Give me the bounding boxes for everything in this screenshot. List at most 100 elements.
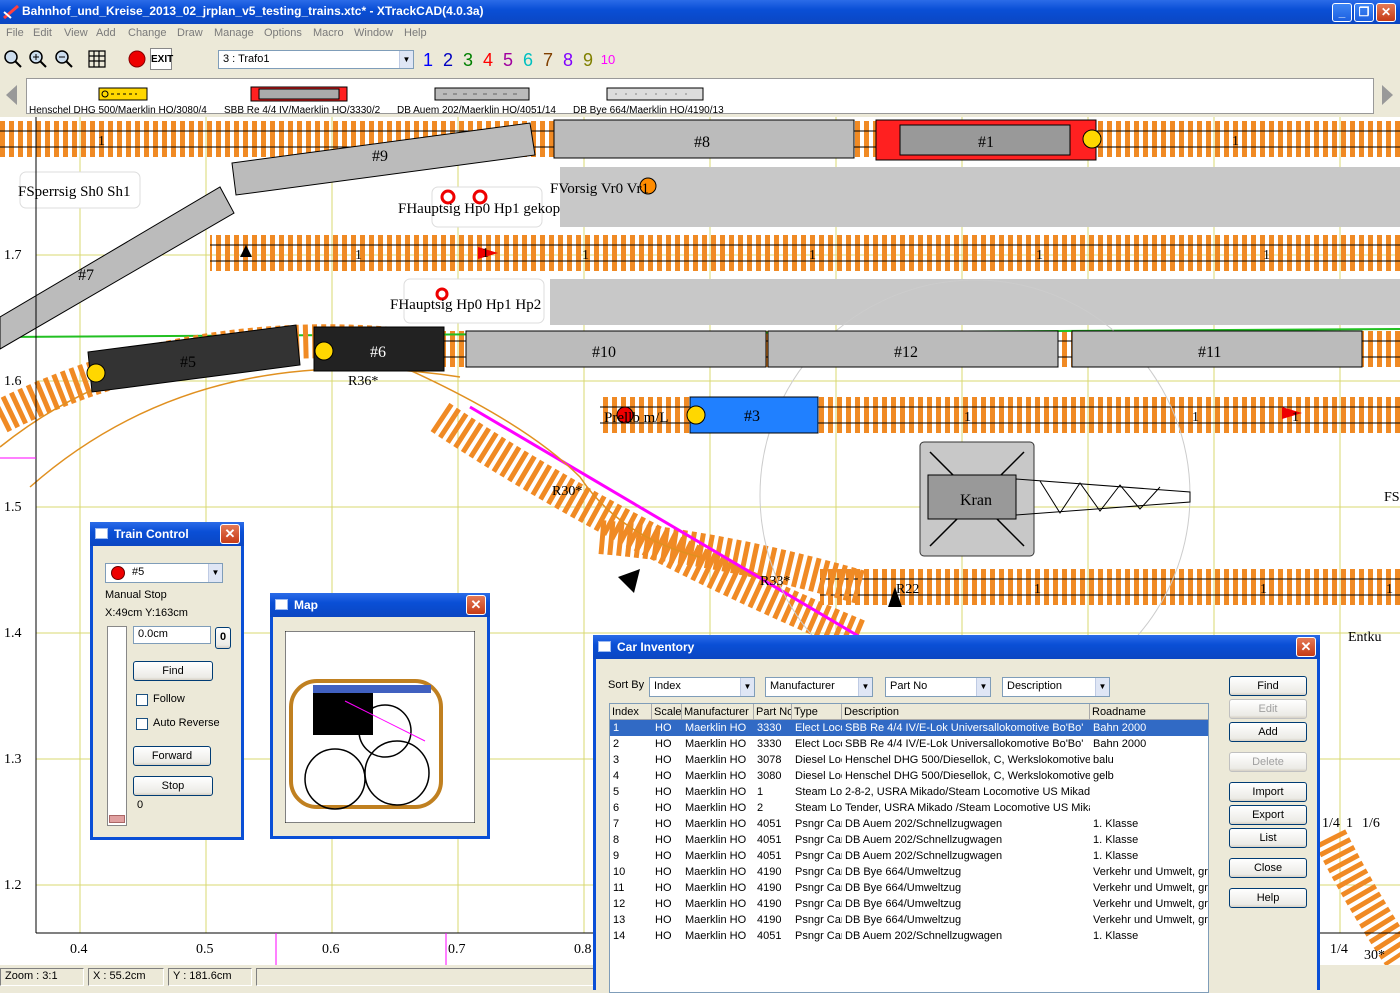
- hotbar-left-arrow-icon[interactable]: [3, 82, 21, 108]
- menu-file[interactable]: File: [6, 27, 24, 39]
- column-header-type[interactable]: Type: [792, 704, 842, 720]
- close-dialog-button[interactable]: Close: [1229, 858, 1307, 878]
- edit-button[interactable]: Edit: [1229, 699, 1307, 719]
- map-overview[interactable]: [285, 631, 475, 823]
- stop-trains-icon[interactable]: [126, 48, 148, 70]
- menu-edit[interactable]: Edit: [33, 27, 52, 39]
- sort-key-2-select[interactable]: Manufacturer ▼: [765, 677, 873, 697]
- column-header-description[interactable]: Description: [842, 704, 1090, 720]
- train-control-dialog[interactable]: Train Control ✕ #5 ▼ Manual Stop X:49cm …: [90, 522, 244, 840]
- layer-button-3[interactable]: 3: [462, 50, 473, 70]
- car-shapes[interactable]: [0, 119, 1363, 434]
- sort-key-1-select[interactable]: Index ▼: [649, 677, 755, 697]
- zoom-in-icon[interactable]: [27, 48, 49, 70]
- car-inventory-title-bar[interactable]: Car Inventory ✕: [593, 635, 1320, 659]
- layer-button-6[interactable]: 6: [522, 50, 533, 70]
- hotbar-henschel-car[interactable]: [97, 85, 149, 103]
- zoom-out-icon[interactable]: [53, 48, 75, 70]
- close-icon[interactable]: ✕: [466, 595, 486, 615]
- menu-help[interactable]: Help: [404, 27, 427, 39]
- exit-trains-button[interactable]: EXIT: [150, 48, 173, 70]
- table-cell-type: Psngr Car: [795, 866, 842, 878]
- layer-button-9[interactable]: 9: [582, 50, 593, 70]
- delete-button[interactable]: Delete: [1229, 752, 1307, 772]
- column-header-index[interactable]: Index: [610, 704, 652, 720]
- hotbar-auem-car[interactable]: [433, 85, 531, 103]
- layer-button-4[interactable]: 4: [482, 50, 493, 70]
- help-button[interactable]: Help: [1229, 888, 1307, 908]
- car-inventory-dialog[interactable]: Car Inventory ✕ Sort By Index ▼ Manufact…: [593, 635, 1320, 993]
- stop-button[interactable]: Stop: [133, 776, 213, 796]
- signal-shapes[interactable]: [19, 171, 1302, 607]
- menu-draw[interactable]: Draw: [177, 27, 203, 39]
- column-header-manufacturer[interactable]: Manufacturer: [682, 704, 754, 720]
- x-tick: 0.4: [70, 942, 88, 957]
- speed-zero-button[interactable]: 0: [215, 627, 231, 649]
- car-inventory-table[interactable]: Index Scale Manufacturer Part No Type De…: [609, 703, 1209, 993]
- column-header-scale[interactable]: Scale: [654, 704, 682, 720]
- throttle-thumb[interactable]: [109, 815, 125, 823]
- hotbar-right-arrow-icon[interactable]: [1378, 82, 1396, 108]
- forward-button[interactable]: Forward: [133, 746, 211, 766]
- map-dialog[interactable]: Map ✕: [270, 593, 490, 839]
- auto-reverse-checkbox[interactable]: [136, 718, 148, 730]
- restore-button[interactable]: ❐: [1354, 3, 1374, 22]
- layer-select[interactable]: 3 : Trafo1 ▼: [218, 50, 414, 69]
- menu-manage[interactable]: Manage: [214, 27, 254, 39]
- radius-label: R30*: [552, 484, 582, 499]
- throttle-slider[interactable]: [107, 626, 127, 826]
- sort-key-4-select[interactable]: Description ▼: [1002, 677, 1110, 697]
- layer-button-5[interactable]: 5: [502, 50, 513, 70]
- export-button[interactable]: Export: [1229, 805, 1307, 825]
- close-icon[interactable]: ✕: [220, 524, 240, 544]
- crane[interactable]: [919, 441, 1191, 557]
- layer-button-10[interactable]: 10: [600, 52, 616, 67]
- column-header-part-no[interactable]: Part No: [756, 704, 792, 720]
- menu-window[interactable]: Window: [354, 27, 394, 39]
- column-header-roadname[interactable]: Roadname: [1090, 704, 1208, 720]
- close-icon[interactable]: ✕: [1296, 637, 1316, 657]
- grid-icon[interactable]: [86, 48, 108, 70]
- layer-button-1[interactable]: 1: [422, 50, 433, 70]
- add-button[interactable]: Add: [1229, 722, 1307, 742]
- menu-add[interactable]: Add: [96, 27, 116, 39]
- import-button[interactable]: Import: [1229, 782, 1307, 802]
- menu-change[interactable]: Change: [128, 27, 167, 39]
- layer-button-2[interactable]: 2: [442, 50, 453, 70]
- train-control-title-bar[interactable]: Train Control ✕: [90, 522, 244, 546]
- minimize-button[interactable]: _: [1332, 3, 1352, 22]
- speed-field[interactable]: 0.0cm: [133, 626, 211, 644]
- map-title-bar[interactable]: Map ✕: [270, 593, 490, 617]
- find-button[interactable]: Find: [1229, 676, 1307, 696]
- follow-checkbox[interactable]: [136, 694, 148, 706]
- menu-macro[interactable]: Macro: [313, 27, 344, 39]
- menu-options[interactable]: Options: [264, 27, 302, 39]
- table-cell-index: 13: [613, 914, 626, 926]
- find-train-button[interactable]: Find: [133, 661, 213, 681]
- close-button[interactable]: ✕: [1376, 3, 1396, 22]
- sort-key-3-select[interactable]: Part No ▼: [885, 677, 991, 697]
- zoom-icon[interactable]: [2, 48, 24, 70]
- layer-button-7[interactable]: 7: [542, 50, 553, 70]
- list-button[interactable]: List: [1229, 828, 1307, 848]
- hotbar-sbb-car[interactable]: [249, 85, 349, 103]
- hotbar-bye-car[interactable]: [605, 85, 705, 103]
- menu-view[interactable]: View: [64, 27, 88, 39]
- layout-drawing[interactable]: 1.7 1.6 1.5 1.4 1.3 1.2 0.4 0.5 0.6 0.7 …: [0, 117, 1400, 965]
- layer-button-8[interactable]: 8: [562, 50, 573, 70]
- train-select[interactable]: #5 ▼: [105, 563, 223, 583]
